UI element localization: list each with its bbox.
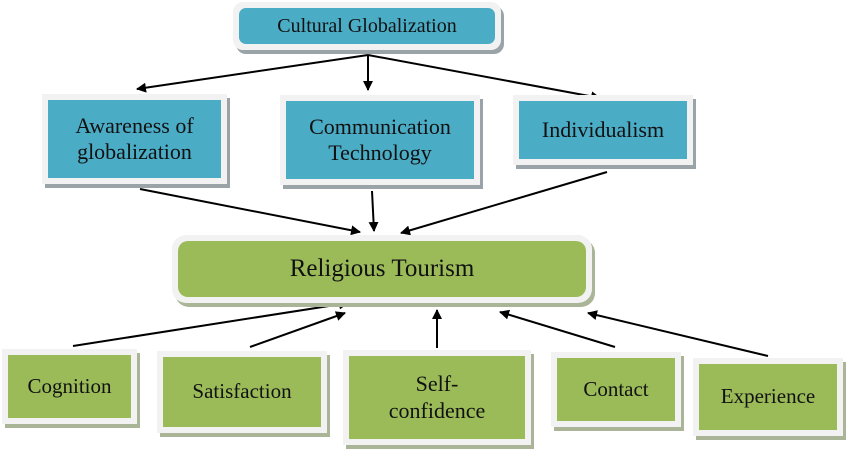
arrow-satisfaction-to-religious: [249, 311, 346, 348]
arrow-experience-to-religious: [587, 310, 769, 357]
node-self-confidence: Self-confidence: [343, 350, 531, 445]
node-label: Self-confidence: [349, 356, 525, 439]
node-awareness-of-globalization: Awareness of globalization: [42, 94, 227, 184]
arrow-individualism-to-religious: [400, 171, 608, 236]
node-label: Communication Technology: [286, 101, 474, 179]
node-cognition: Cognition: [2, 349, 137, 424]
node-label: Cognition: [8, 355, 131, 418]
arrow-top-to-awareness: [136, 54, 369, 93]
node-label: Experience: [699, 364, 837, 430]
node-label: Satisfaction: [163, 357, 321, 427]
node-label: Individualism: [519, 101, 687, 159]
arrow-communication-to-religious: [368, 190, 379, 232]
arrow-cognition-to-religious: [72, 299, 349, 347]
node-label: Awareness of globalization: [48, 100, 221, 178]
node-cultural-globalization: Cultural Globalization: [233, 2, 501, 50]
node-label: Cultural Globalization: [239, 8, 495, 44]
node-experience: Experience: [693, 358, 843, 436]
node-label: Religious Tourism: [178, 241, 586, 297]
arrow-contact-to-religious: [499, 309, 616, 348]
node-individualism: Individualism: [513, 95, 693, 165]
node-satisfaction: Satisfaction: [157, 351, 327, 433]
node-communication-technology: Communication Technology: [280, 95, 480, 185]
node-label: Contact: [557, 358, 675, 421]
node-religious-tourism: Religious Tourism: [172, 235, 592, 303]
node-contact: Contact: [551, 352, 681, 427]
arrow-awareness-to-religious: [139, 188, 361, 236]
arrow-top-to-individualism: [367, 54, 601, 102]
